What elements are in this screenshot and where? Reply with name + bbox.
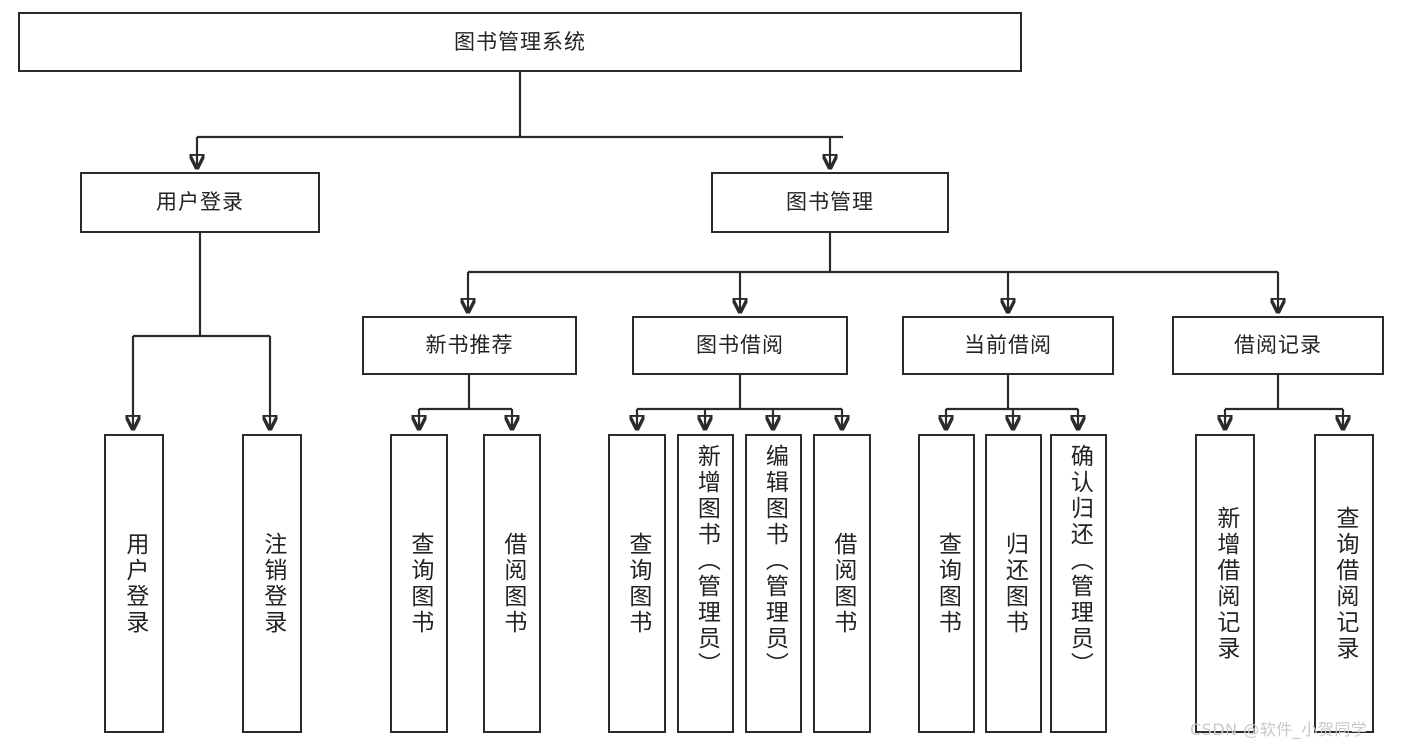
node-label: 查询图书: [934, 531, 961, 636]
node-leaf-query-book-borrow[interactable]: 查询图书: [608, 434, 666, 733]
node-user-login[interactable]: 用户登录: [80, 172, 320, 233]
node-label: 图书借阅: [696, 333, 784, 357]
node-leaf-add-borrow-record[interactable]: 新增借阅记录: [1195, 434, 1255, 733]
node-leaf-query-borrow-record[interactable]: 查询借阅记录: [1314, 434, 1374, 733]
node-label: 借阅图书: [829, 531, 856, 636]
node-new-book-recommend[interactable]: 新书推荐: [362, 316, 577, 375]
node-label: 注销登录: [259, 531, 286, 636]
node-label: 借阅图书: [499, 531, 526, 636]
node-book-borrow[interactable]: 图书借阅: [632, 316, 848, 375]
node-label: 新增图书（管理员）: [693, 444, 720, 678]
node-leaf-borrow-book[interactable]: 借阅图书: [813, 434, 871, 733]
node-leaf-logout[interactable]: 注销登录: [242, 434, 302, 733]
node-label: 新书推荐: [425, 333, 514, 357]
node-label: 归还图书: [1001, 531, 1028, 636]
node-label: 当前借阅: [964, 333, 1052, 357]
node-book-manage[interactable]: 图书管理: [711, 172, 949, 233]
node-label: 借阅记录: [1234, 333, 1322, 357]
watermark-text: CSDN @软件_小贺同学: [1190, 720, 1368, 739]
node-leaf-edit-book-admin[interactable]: 编辑图书（管理员）: [745, 434, 802, 733]
node-label: 用户登录: [121, 531, 148, 636]
node-label: 图书管理系统: [454, 29, 586, 54]
node-root-system[interactable]: 图书管理系统: [18, 12, 1022, 72]
node-leaf-return-book[interactable]: 归还图书: [985, 434, 1042, 733]
node-leaf-query-book-recommend[interactable]: 查询图书: [390, 434, 448, 733]
node-current-borrow[interactable]: 当前借阅: [902, 316, 1114, 375]
node-label: 图书管理: [786, 190, 874, 214]
node-borrow-record[interactable]: 借阅记录: [1172, 316, 1384, 375]
node-leaf-confirm-return-admin[interactable]: 确认归还（管理员）: [1050, 434, 1107, 733]
node-label: 新增借阅记录: [1212, 505, 1239, 662]
node-label: 编辑图书（管理员）: [761, 444, 788, 678]
node-label: 查询图书: [406, 531, 433, 636]
node-label: 用户登录: [156, 190, 244, 214]
node-label: 确认归还（管理员）: [1066, 444, 1093, 678]
node-leaf-user-login[interactable]: 用户登录: [104, 434, 164, 733]
node-label: 查询图书: [624, 531, 651, 636]
node-leaf-borrow-book-recommend[interactable]: 借阅图书: [483, 434, 541, 733]
node-leaf-add-book-admin[interactable]: 新增图书（管理员）: [677, 434, 734, 733]
node-leaf-query-book-current[interactable]: 查询图书: [918, 434, 975, 733]
node-label: 查询借阅记录: [1331, 505, 1358, 662]
